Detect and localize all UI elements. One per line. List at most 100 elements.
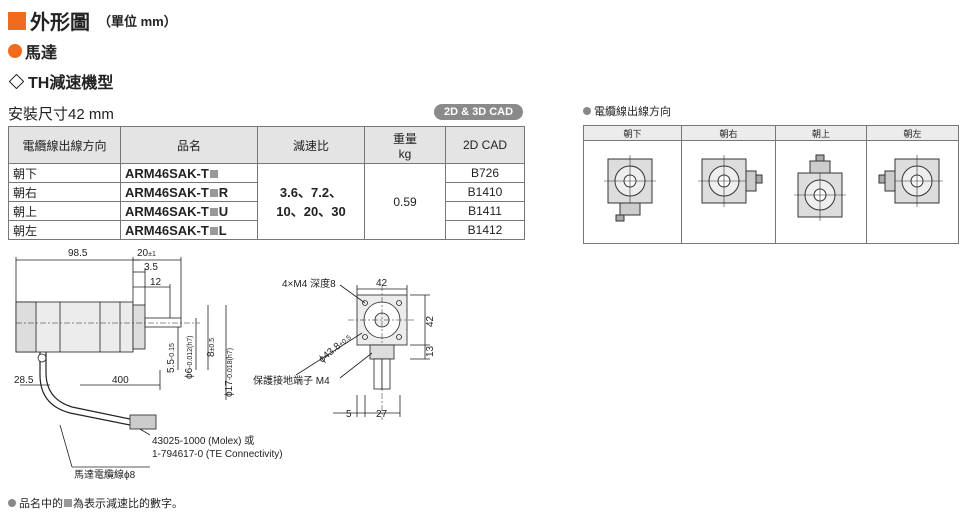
dim-pcd-tolerance: ±0.5: [338, 334, 353, 348]
col-product: 品名: [120, 126, 258, 164]
dim-mounting: 4×M4 深度8: [282, 277, 336, 290]
direction-cell: 朝右: [8, 182, 121, 202]
motor-right-image: [681, 140, 776, 244]
dim-5: 5: [346, 409, 352, 420]
dim-400: 400: [112, 375, 129, 386]
ratio-placeholder-icon: [209, 227, 218, 236]
subsection-heading: TH減速機型: [8, 69, 113, 93]
page-title: 外形圖 （單位 mm）: [8, 6, 177, 35]
cad-cell[interactable]: B1410: [445, 182, 525, 202]
cable-direction-table: 朝下 朝右 朝上 朝左: [583, 125, 959, 244]
dim-5-5-value: 5.5: [166, 359, 177, 373]
product-cell: ARM46SAK-T: [120, 163, 258, 183]
orange-square-icon: [8, 11, 26, 30]
dim-27: 27: [376, 409, 388, 420]
ratio-cell: 3.6、7.2、 10、20、30: [257, 163, 365, 240]
section-text: 馬達: [25, 45, 58, 62]
weight-cell: 0.59: [364, 163, 446, 240]
ratio-placeholder-icon: [209, 170, 218, 179]
col-cad: 2D CAD: [445, 126, 525, 164]
weight-unit: kg: [398, 146, 412, 161]
unit-text: （單位 mm）: [98, 14, 177, 29]
cable-direction-text: 電纜線出線方向: [594, 106, 671, 118]
direction-cell: 朝下: [8, 163, 121, 183]
spec-table: 電纜線出線方向 品名 減速比 重量 kg 2D CAD 朝下 ARM46SAK-…: [8, 126, 525, 240]
motor-cable-right-icon: [698, 155, 763, 207]
motor-dimension-drawing: 98.5 20±1 3.5 12 28.5 400 5.5-0.15 ϕ6-0.…: [14, 248, 436, 481]
dim-20: 20±1: [137, 248, 156, 259]
dim-28-5: 28.5: [14, 375, 34, 386]
product-suffix: U: [218, 203, 229, 219]
direction-cell: 朝上: [8, 201, 121, 221]
diamond-icon: [8, 73, 25, 89]
motor-cable-up-icon: [794, 154, 846, 221]
product-suffix: L: [218, 222, 227, 238]
table-row: 朝左 ARM46SAK-T L B1412: [8, 220, 525, 240]
gray-dot-icon: [583, 107, 591, 115]
cable-col-up: 朝上: [775, 125, 867, 141]
cable-col-right: 朝右: [681, 125, 776, 141]
product-cell: ARM46SAK-T L: [120, 220, 258, 240]
cable-direction-label: 電纜線出線方向: [583, 103, 671, 119]
cable-col-left: 朝左: [866, 125, 959, 141]
col-direction: 電纜線出線方向: [8, 126, 121, 164]
ratio-placeholder-icon: [209, 208, 218, 217]
table-row: 朝上 ARM46SAK-T U B1411: [8, 201, 525, 221]
dim-98-5: 98.5: [68, 248, 88, 259]
ratio-placeholder-icon: [209, 189, 218, 198]
cad-cell[interactable]: B1411: [445, 201, 525, 221]
ratio-line: 10、20、30: [276, 203, 346, 219]
product-prefix: ARM46SAK-T: [125, 165, 209, 181]
cable-col-down: 朝下: [583, 125, 682, 141]
motor-up-image: [775, 140, 867, 244]
title-text: 外形圖: [30, 12, 90, 34]
dim-phi6-tolerance: -0.012(h7): [187, 336, 194, 368]
footnote: 品名中的 為表示減速比的數字。: [8, 495, 183, 511]
dim-8-value: 8: [206, 351, 217, 357]
table-row: 朝下 ARM46SAK-T 3.6、7.2、 10、20、30 0.59 B72…: [8, 163, 525, 240]
col-ratio: 減速比: [257, 126, 365, 164]
product-prefix: ARM46SAK-T: [125, 222, 209, 238]
product-cell: ARM46SAK-T U: [120, 201, 258, 221]
weight-label: 重量: [392, 131, 417, 146]
footnote-before: 品名中的: [19, 498, 63, 510]
dim-20-value: 20: [137, 248, 149, 259]
dim-phi6-value: ϕ6: [184, 367, 195, 379]
dim-phi17-value: ϕ17: [224, 380, 235, 397]
cad-cell[interactable]: B726: [445, 163, 525, 183]
dim-8-tolerance: ±0.5: [209, 338, 216, 352]
section-heading: 馬達: [8, 39, 57, 63]
dim-8: 8±0.5: [206, 338, 217, 357]
dim-5-5-tolerance: -0.15: [169, 343, 176, 359]
dim-13: 13: [425, 345, 436, 357]
dim-42-top: 42: [376, 278, 388, 289]
ratio-placeholder-icon: [64, 499, 72, 507]
ratio-line: 3.6、7.2、: [279, 184, 343, 200]
cable-label: 馬達電纜線ϕ8: [74, 468, 136, 481]
dim-phi17: ϕ17-0.018(h7): [224, 348, 235, 397]
dim-phi17-tolerance: -0.018(h7): [227, 348, 234, 380]
cad-badge[interactable]: 2D & 3D CAD: [434, 104, 523, 120]
connector-label-1: 43025-1000 (Molex) 或: [152, 435, 254, 447]
cad-cell[interactable]: B1412: [445, 220, 525, 240]
dim-pcd: ϕ43.8±0.5: [317, 332, 354, 365]
dim-phi6: ϕ6-0.012(h7): [184, 336, 195, 379]
direction-cell: 朝左: [8, 220, 121, 240]
dim-20-tolerance: ±1: [148, 251, 156, 258]
connector-label-2: 1-794617-0 (TE Connectivity): [152, 449, 283, 460]
motor-left-image: [866, 140, 959, 244]
motor-cable-left-icon: [878, 155, 943, 207]
orange-dot-icon: [8, 44, 22, 58]
product-suffix: R: [218, 184, 229, 200]
dim-3-5: 3.5: [144, 262, 158, 273]
dim-42-side: 42: [425, 315, 436, 327]
subsection-text: TH減速機型: [28, 75, 114, 92]
col-weight: 重量 kg: [364, 126, 446, 164]
footnote-after: 為表示減速比的數字。: [73, 498, 183, 510]
motor-cable-down-icon: [604, 155, 656, 222]
gray-dot-icon: [8, 499, 16, 507]
mount-size: 安裝尺寸42 mm: [8, 106, 114, 123]
product-prefix: ARM46SAK-T: [125, 203, 209, 219]
